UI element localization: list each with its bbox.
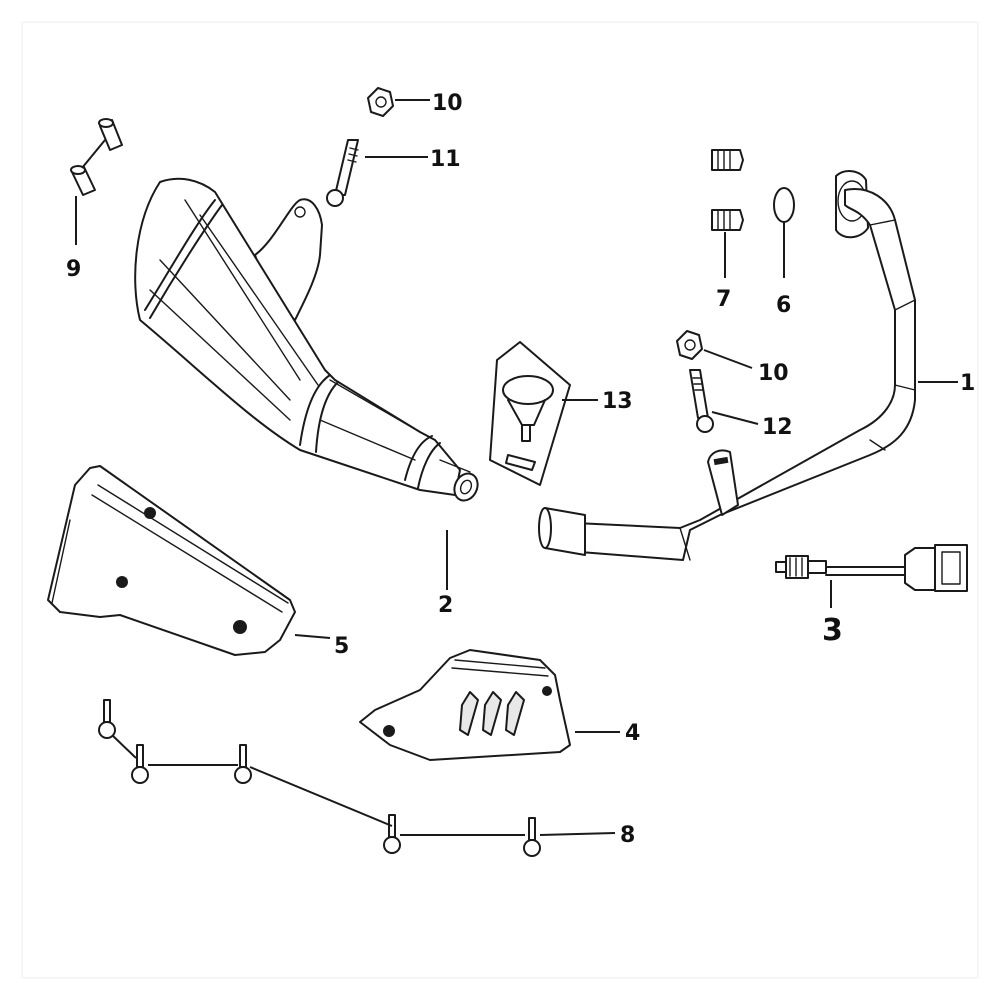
callout-12: 12 <box>762 415 793 440</box>
clamp-kit-part <box>489 341 571 486</box>
heat-shield-part <box>47 465 296 656</box>
diagram-frame <box>21 21 979 979</box>
callout-7: 7 <box>716 287 731 312</box>
callout-labels: 1 2 3 4 5 6 7 8 9 10 10 11 12 13 <box>66 91 975 848</box>
bolt-part <box>326 139 714 433</box>
callout-3: 3 <box>822 613 843 648</box>
callout-1: 1 <box>960 371 975 396</box>
flange-bolt-part <box>98 699 541 857</box>
pin-part <box>70 118 123 196</box>
leader-lines <box>75 99 958 836</box>
callout-10-top: 10 <box>432 91 463 116</box>
nut-part <box>367 87 703 360</box>
callout-11: 11 <box>430 147 461 172</box>
callout-4: 4 <box>625 721 640 746</box>
stud-part <box>711 149 744 231</box>
callout-8: 8 <box>620 823 635 848</box>
callout-10-right: 10 <box>758 361 789 386</box>
callout-5: 5 <box>334 634 349 659</box>
muffler-part <box>134 177 479 502</box>
o2-sensor-part <box>775 544 968 592</box>
gasket-ring-part <box>773 187 795 223</box>
callout-9: 9 <box>66 257 81 282</box>
header-pipe-part <box>538 170 916 561</box>
callout-13: 13 <box>602 389 633 414</box>
callout-2: 2 <box>438 593 453 618</box>
lower-heat-shield-part <box>359 649 571 761</box>
callout-6: 6 <box>776 293 791 318</box>
